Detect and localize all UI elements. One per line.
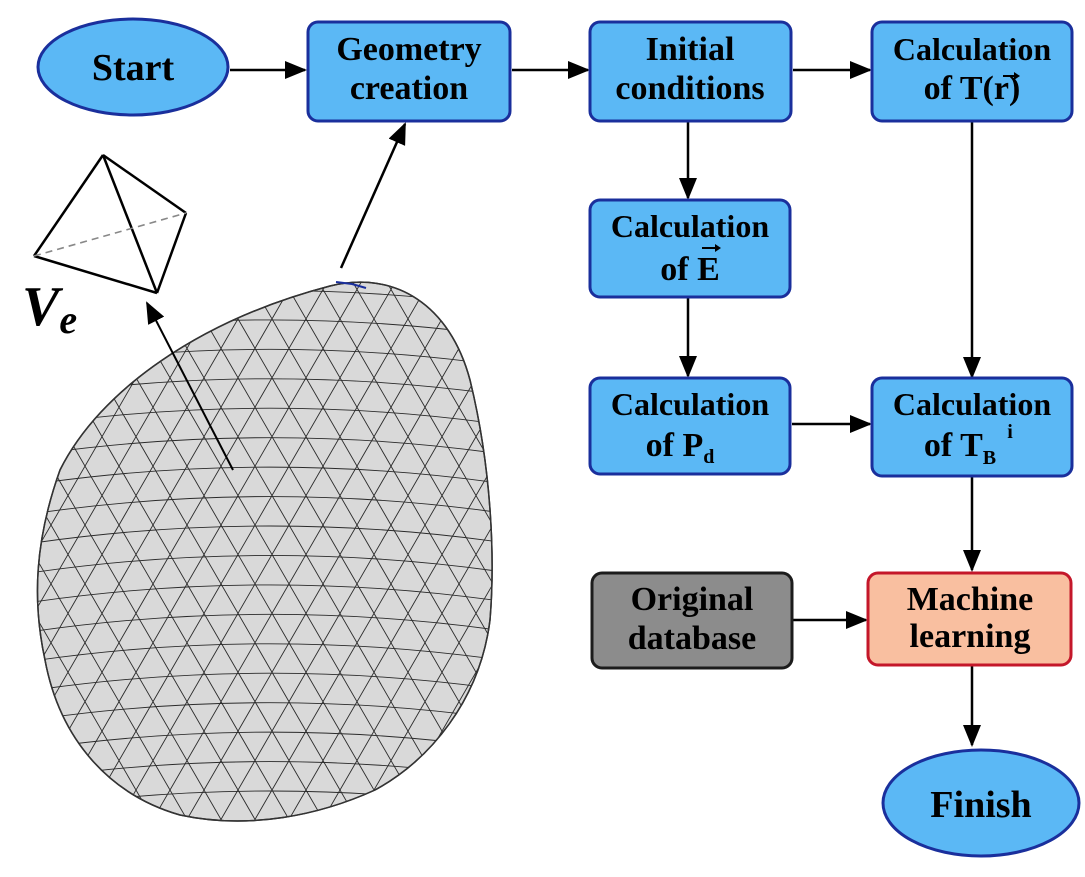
geometry-line2: creation <box>350 70 468 107</box>
pd-subscript: d <box>703 446 714 468</box>
ml-line2: learning <box>910 618 1031 655</box>
element-volume-subscript: e <box>59 297 77 342</box>
start-node: Start <box>36 17 230 117</box>
calc-pd-line1: Calculation <box>611 386 769 422</box>
calc-tb-node: Calculation of TB i <box>870 376 1074 478</box>
vector-r-symbol: r <box>994 70 1009 107</box>
element-volume-label: Ve <box>22 276 77 342</box>
arrow-mesh-to-element <box>146 301 234 471</box>
initial-conditions-node: Initial conditions <box>588 20 793 123</box>
calc-t-r-line2: of T(r) <box>924 70 1021 107</box>
database-line2: database <box>628 620 756 657</box>
tb-subscript: B <box>983 447 996 469</box>
initial-line2: conditions <box>615 70 764 107</box>
start-label: Start <box>92 47 175 89</box>
ml-line1: Machine <box>907 581 1034 618</box>
arrow-mesh-to-geometry <box>339 122 407 269</box>
machine-learning-node: Machine learning <box>866 571 1073 667</box>
vector-arrow-icon <box>1003 72 1020 80</box>
finish-label: Finish <box>930 784 1031 826</box>
database-line1: Original <box>631 581 754 618</box>
vector-e-symbol: E <box>697 251 720 288</box>
vector-arrow-icon <box>702 244 721 252</box>
original-database-node: Original database <box>590 571 794 670</box>
calc-pd-node: Calculation of Pd <box>588 376 792 476</box>
calc-pd-line2: of Pd <box>646 427 715 468</box>
calc-tb-line2: of TB <box>924 427 996 469</box>
calc-t-r-node: Calculation of T(r) <box>870 20 1074 123</box>
calc-tb-line1: Calculation <box>893 386 1051 422</box>
flow-arrows <box>230 61 981 747</box>
calc-e-node: Calculation of E <box>588 198 792 299</box>
tb-superscript: i <box>1007 421 1013 443</box>
geometry-creation-node: Geometry creation <box>306 20 512 123</box>
calc-e-line1: Calculation <box>611 208 769 244</box>
geometry-line1: Geometry <box>336 31 481 68</box>
calc-e-line2: of E <box>660 251 720 288</box>
calc-t-r-line1: Calculation <box>893 31 1051 67</box>
mesh-illustration <box>36 281 493 822</box>
tetrahedron-element <box>32 153 188 295</box>
initial-line1: Initial <box>646 31 735 68</box>
finish-node: Finish <box>881 748 1081 858</box>
